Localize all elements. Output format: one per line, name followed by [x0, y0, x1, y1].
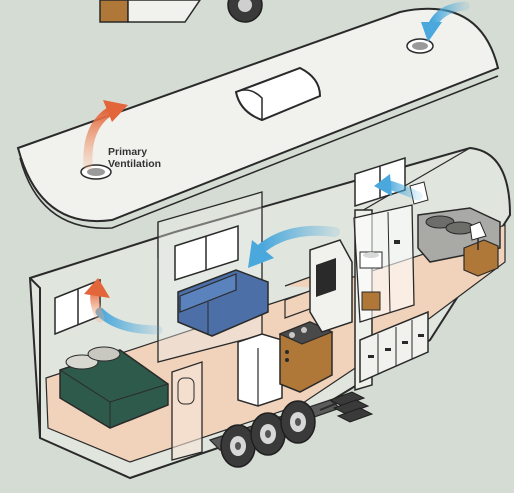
tv-wardrobe: [310, 240, 352, 332]
bathroom: [354, 205, 414, 322]
ceiling-vent-rear-icon: [407, 39, 433, 53]
nightstand: [464, 240, 498, 276]
wheel-2-icon: [251, 413, 285, 455]
wheel-1-icon: [221, 425, 255, 467]
wheel-3-icon: [281, 401, 315, 443]
entry-door: [172, 362, 202, 460]
refrigerator: [238, 334, 282, 406]
primary-ventilation-label-line1: Primary: [108, 146, 147, 158]
tow-vehicle-fragment: [100, 0, 262, 22]
primary-ventilation-label-line2: Ventilation: [108, 158, 161, 170]
